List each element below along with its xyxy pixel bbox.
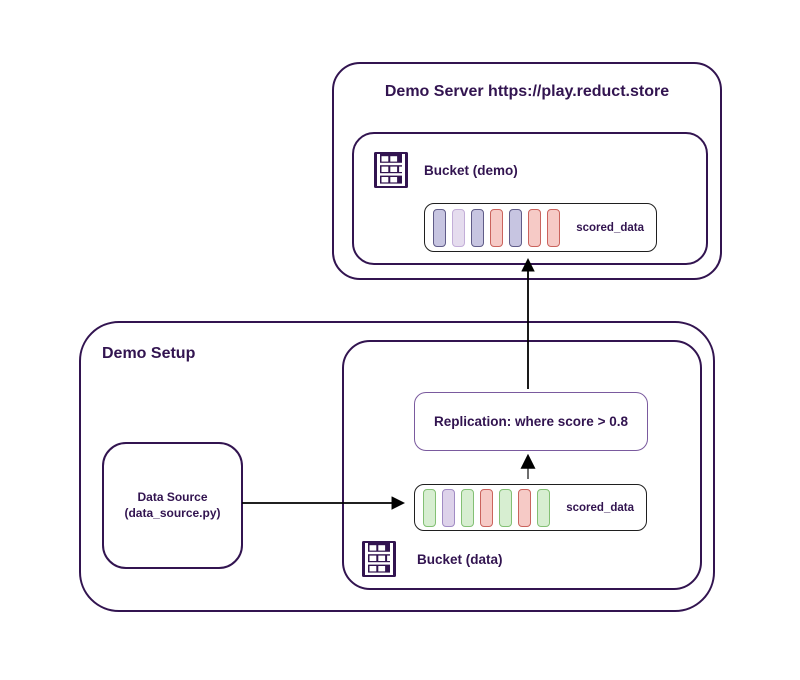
bucket-demo-container: Bucket (demo) scored_data xyxy=(352,132,708,265)
record-pink xyxy=(547,208,560,247)
record-periwinkle xyxy=(509,208,522,247)
demo-setup-title: Demo Setup xyxy=(102,345,196,362)
bucket-data-container: Replication: where score > 0.8 scored_da… xyxy=(342,340,702,590)
record-periwinkle xyxy=(471,208,484,247)
data-source-label-line2: (data_source.py) xyxy=(124,505,221,520)
record-pink xyxy=(480,488,493,527)
record-green xyxy=(461,488,474,527)
record-periwinkle xyxy=(433,208,446,247)
entry-scored-data-demo: scored_data xyxy=(424,203,657,252)
data-source-label-line1: Data Source xyxy=(137,489,208,504)
storage-shelf-icon xyxy=(374,152,408,188)
bucket-demo-header: Bucket (demo) xyxy=(374,152,518,188)
demo-server-title: Demo Server https://play.reduct.store xyxy=(384,83,670,100)
replication-node: Replication: where score > 0.8 xyxy=(414,392,648,451)
record-pink xyxy=(518,488,531,527)
storage-shelf-icon xyxy=(362,541,396,577)
record-lavender xyxy=(442,488,455,527)
data-source-node: Data Source (data_source.py) xyxy=(102,442,243,569)
record-green xyxy=(423,488,436,527)
entry-scored-data-data: scored_data xyxy=(414,484,647,531)
entry-label-data: scored_data xyxy=(566,501,634,514)
record-lilac xyxy=(452,208,465,247)
record-pink xyxy=(528,208,541,247)
record-green xyxy=(499,488,512,527)
demo-setup-container: Demo Setup Data Source (data_source.py) … xyxy=(79,321,715,612)
entry-label-demo: scored_data xyxy=(576,221,644,234)
record-green xyxy=(537,488,550,527)
bucket-data-header: Bucket (data) xyxy=(362,541,503,577)
bucket-data-label: Bucket (data) xyxy=(417,551,503,567)
record-pink xyxy=(490,208,503,247)
bucket-demo-label: Bucket (demo) xyxy=(424,162,518,178)
demo-server-container: Demo Server https://play.reduct.store xyxy=(332,62,722,280)
replication-label: Replication: where score > 0.8 xyxy=(434,414,628,429)
